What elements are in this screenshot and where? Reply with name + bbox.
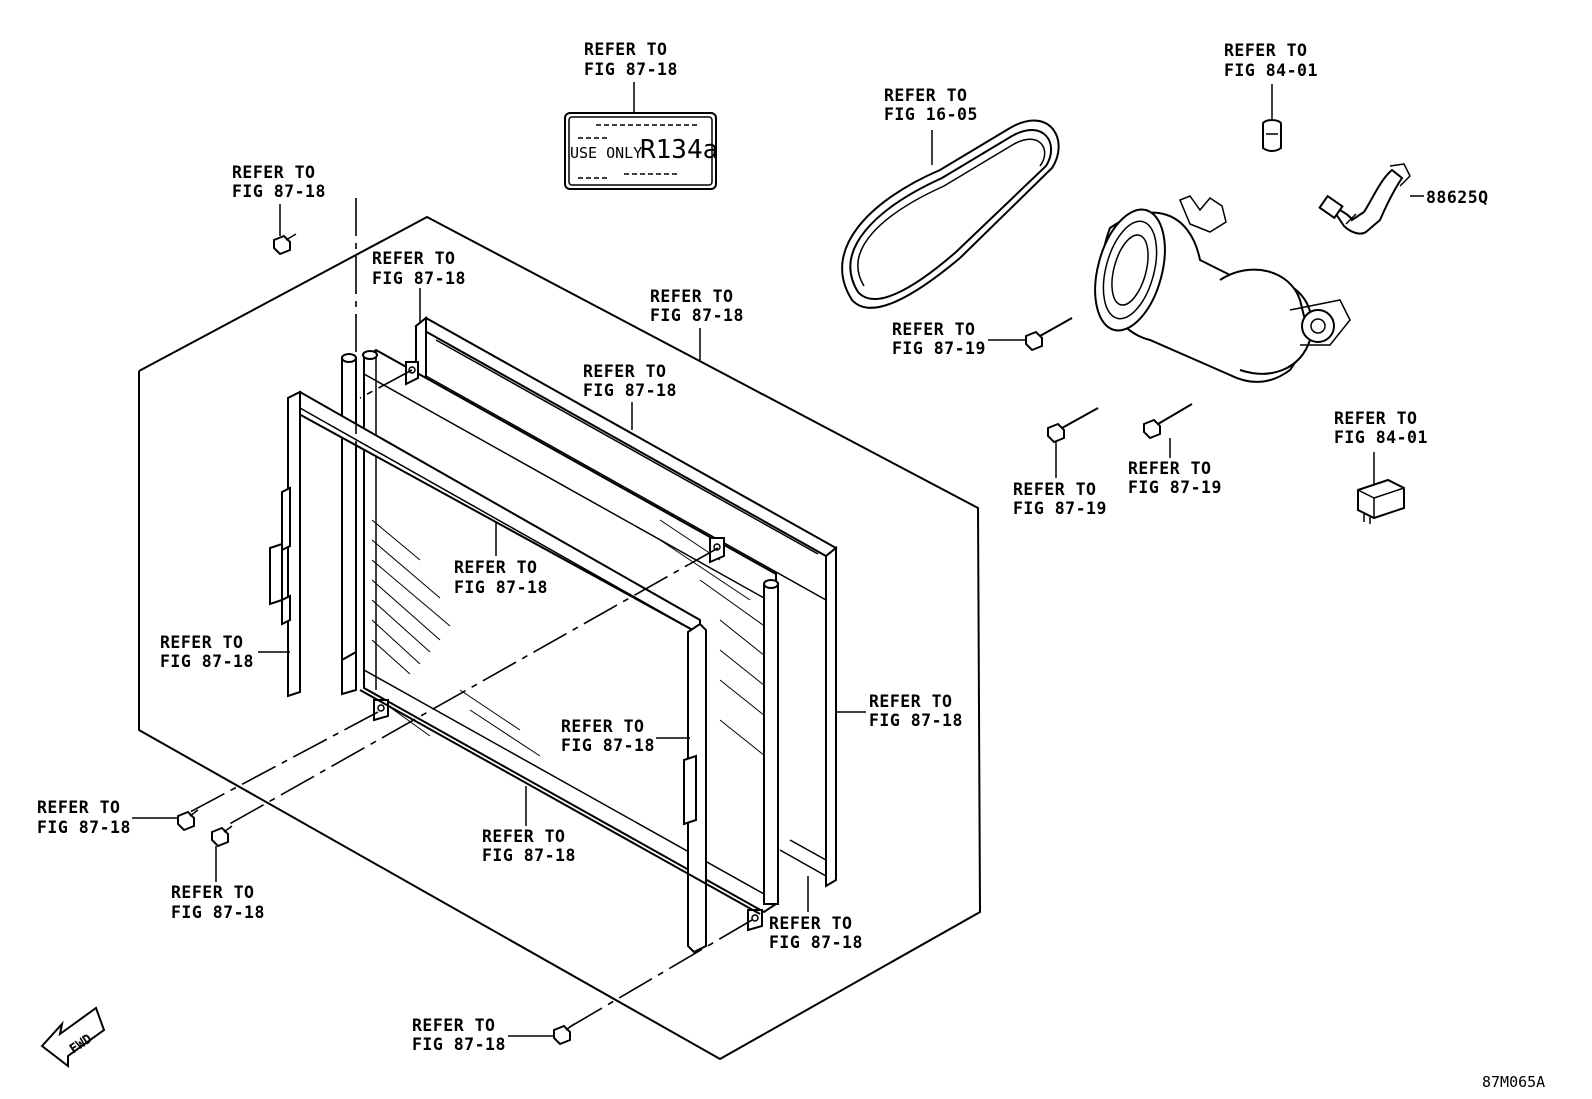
label-ref-bottom-bolt: REFER TO FIG 87-18 <box>412 1016 506 1054</box>
svg-text:REFER TO: REFER TO <box>37 798 120 817</box>
label-ref-lower-right: REFER TO FIG 87-18 <box>769 914 863 952</box>
decal-use-only: USE ONLY <box>570 144 642 162</box>
part-number-label: 88625Q <box>1426 188 1489 207</box>
svg-text:FIG 87-18: FIG 87-18 <box>769 933 863 952</box>
label-ref-cap: REFER TO FIG 84-01 <box>1224 41 1318 80</box>
bolt-bottom <box>553 1023 575 1046</box>
label-ref-comp-bolt3: REFER TO FIG 87-19 <box>1128 459 1222 497</box>
svg-text:REFER TO: REFER TO <box>1334 409 1417 428</box>
svg-text:FIG 87-18: FIG 87-18 <box>37 818 131 837</box>
svg-text:REFER TO: REFER TO <box>1013 480 1096 499</box>
condenser-fin-hatching <box>371 519 771 761</box>
valve-cap <box>1262 119 1282 152</box>
svg-text:FIG 87-18: FIG 87-18 <box>561 736 655 755</box>
label-ref-belt: REFER TO FIG 16-05 <box>884 86 978 124</box>
compressor-bolt-1 <box>1025 317 1073 352</box>
svg-text:REFER TO: REFER TO <box>482 827 565 846</box>
svg-text:REFER TO: REFER TO <box>1128 459 1211 478</box>
svg-text:FIG 87-19: FIG 87-19 <box>1128 478 1222 497</box>
svg-text:FIG 87-19: FIG 87-19 <box>892 339 986 358</box>
compressor-bolt-3 <box>1143 403 1193 440</box>
label-ref-comp-bolt1: REFER TO FIG 87-19 <box>892 320 986 358</box>
assembly-dashed-lines <box>189 198 753 1029</box>
svg-text:REFER TO: REFER TO <box>769 914 852 933</box>
rear-seal-frame <box>414 315 838 888</box>
svg-text:FIG 87-18: FIG 87-18 <box>869 711 963 730</box>
label-ref-top-left-bolt: REFER TO FIG 87-18 <box>232 163 326 201</box>
svg-text:FIG 87-18: FIG 87-18 <box>583 381 677 400</box>
label-ref-left-bolt2: REFER TO FIG 87-18 <box>171 883 265 922</box>
svg-text:FIG 87-18: FIG 87-18 <box>160 652 254 671</box>
svg-text:REFER TO: REFER TO <box>454 558 537 577</box>
ac-compressor <box>1094 195 1351 383</box>
lower-frame-rail <box>359 689 761 915</box>
svg-text:FIG 84-01: FIG 84-01 <box>1334 428 1428 447</box>
svg-text:REFER TO: REFER TO <box>160 633 243 652</box>
bolt-left-2 <box>211 825 233 848</box>
svg-text:REFER TO: REFER TO <box>1224 41 1307 60</box>
label-ref-relay: REFER TO FIG 84-01 <box>1334 409 1428 447</box>
label-ref-upper-frame: REFER TO FIG 87-18 <box>583 362 677 400</box>
label-ref-left-bolt: REFER TO FIG 87-18 <box>37 798 131 837</box>
right-bracket <box>683 622 707 954</box>
svg-text:REFER TO: REFER TO <box>584 40 667 59</box>
leader-lines <box>132 82 1424 1037</box>
drive-belt <box>841 119 1060 309</box>
svg-text:REFER TO: REFER TO <box>583 362 666 381</box>
refrigerant-decal: USE ONLY R134a <box>564 112 718 190</box>
label-ref-comp-bolt2: REFER TO FIG 87-19 <box>1013 480 1107 518</box>
relay <box>1357 478 1405 524</box>
assembly-outline <box>138 215 982 1061</box>
decal-refrigerant: R134a <box>640 135 718 165</box>
bolt-top-left <box>273 233 297 256</box>
svg-text:REFER TO: REFER TO <box>650 287 733 306</box>
svg-text:REFER TO: REFER TO <box>372 249 455 268</box>
pressure-switch-88625q <box>1318 163 1411 235</box>
svg-text:FIG 84-01: FIG 84-01 <box>1224 61 1318 80</box>
svg-text:REFER TO: REFER TO <box>561 717 644 736</box>
svg-text:REFER TO: REFER TO <box>171 883 254 902</box>
svg-text:FIG 16-05: FIG 16-05 <box>884 105 978 124</box>
fwd-arrow-icon: FWD <box>40 1006 106 1069</box>
svg-text:FIG 87-18: FIG 87-18 <box>482 846 576 865</box>
svg-text:FIG 87-19: FIG 87-19 <box>1013 499 1107 518</box>
svg-text:FIG 87-18: FIG 87-18 <box>232 182 326 201</box>
figure-id: 87M065A <box>1482 1073 1545 1091</box>
svg-text:FIG 87-18: FIG 87-18 <box>171 903 265 922</box>
svg-text:FIG 87-18: FIG 87-18 <box>372 269 466 288</box>
label-ref-right-bracket: REFER TO FIG 87-18 <box>561 717 655 755</box>
label-ref-condenser: REFER TO FIG 87-18 <box>454 558 548 597</box>
svg-text:REFER TO: REFER TO <box>232 163 315 182</box>
svg-text:FIG 87-18: FIG 87-18 <box>584 60 678 79</box>
svg-text:FIG 87-18: FIG 87-18 <box>650 306 744 325</box>
label-ref-left-bracket: REFER TO FIG 87-18 <box>160 633 254 671</box>
svg-text:FIG 87-18: FIG 87-18 <box>454 578 548 597</box>
svg-text:REFER TO: REFER TO <box>892 320 975 339</box>
svg-text:REFER TO: REFER TO <box>884 86 967 105</box>
svg-text:REFER TO: REFER TO <box>869 692 952 711</box>
label-ref-lower-frame: REFER TO FIG 87-18 <box>482 827 576 865</box>
svg-text:REFER TO: REFER TO <box>412 1016 495 1035</box>
bolt-left-1 <box>177 809 199 832</box>
label-ref-right-frame: REFER TO FIG 87-18 <box>869 692 963 730</box>
left-bracket <box>269 486 291 626</box>
label-ref-decal: REFER TO FIG 87-18 <box>584 40 678 79</box>
svg-text:FIG 87-18: FIG 87-18 <box>412 1035 506 1054</box>
label-ref-rear-seal: REFER TO FIG 87-18 <box>650 287 744 325</box>
compressor-bolt-2 <box>1047 407 1099 444</box>
label-ref-upper-seal: REFER TO FIG 87-18 <box>372 249 466 288</box>
